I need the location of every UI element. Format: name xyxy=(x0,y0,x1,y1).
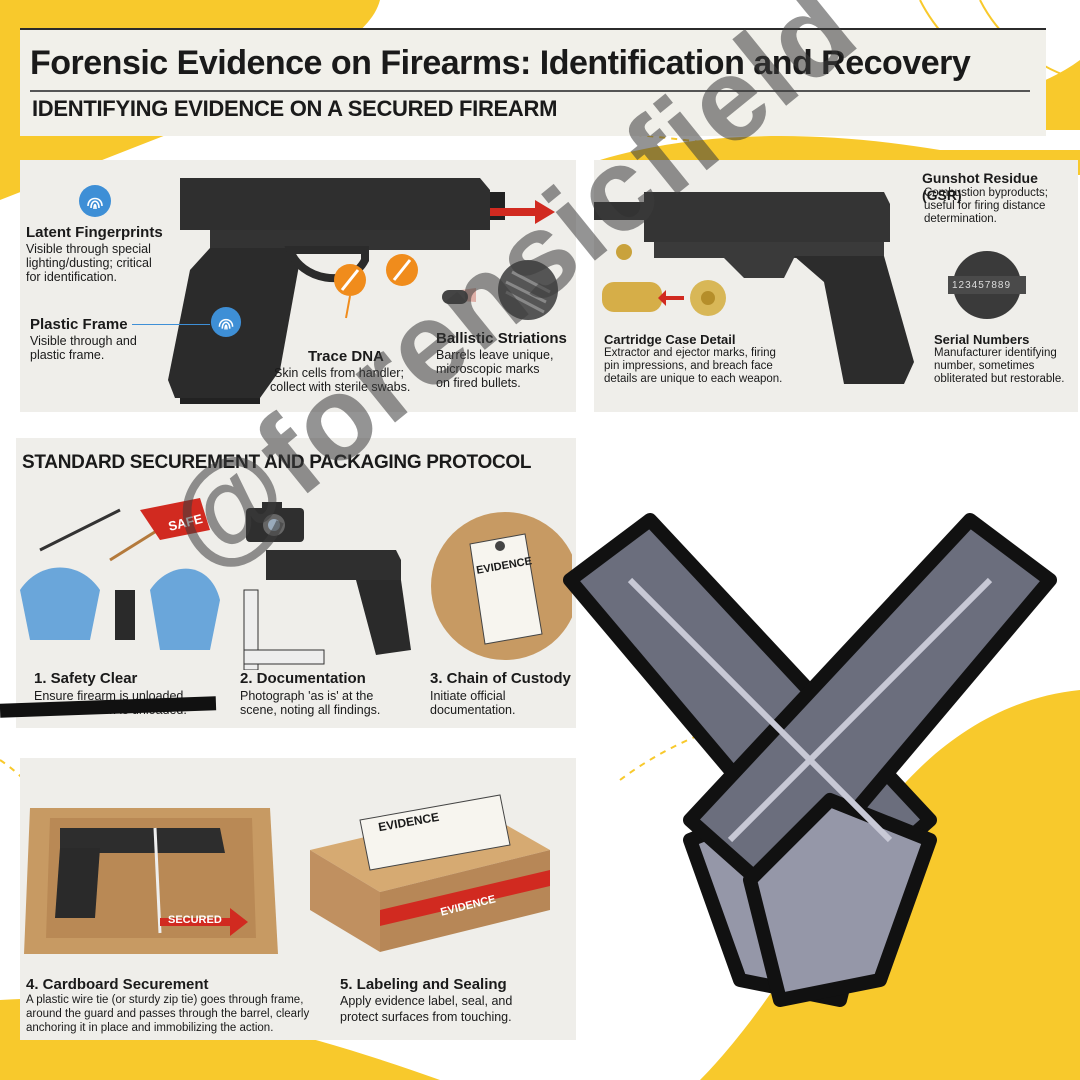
gsr-title: Gunshot Residue (GSR) xyxy=(922,170,1038,203)
evidence-tag-icon xyxy=(431,512,572,660)
documentation-illustration xyxy=(243,550,411,670)
step-4-desc-line-3: anchoring it in place and immobilizing t… xyxy=(26,1022,274,1034)
step-2-desc-line-2: scene, noting all findings. xyxy=(240,703,381,717)
latent-fingerprints-desc-line-1: Visible through special xyxy=(26,242,151,256)
camera-icon xyxy=(246,502,304,542)
step-2-desc-line-1: Photograph 'as is' at the xyxy=(240,689,374,703)
gsr-desc-line-3: determination. xyxy=(924,213,997,225)
gsr-desc-line-1: Combustion byproducts; xyxy=(924,187,1049,199)
page-title: Forensic Evidence on Firearms: Identific… xyxy=(30,44,971,82)
bullet-icon xyxy=(442,260,558,320)
step-4-desc-line-1: A plastic wire tie (or sturdy zip tie) g… xyxy=(26,994,304,1006)
safety-clear-illustration xyxy=(20,498,220,650)
latent-fingerprints-desc-line-3: for identification. xyxy=(26,270,118,284)
step-5-title: 5. Labeling and Sealing xyxy=(340,976,507,993)
step-1-title: 1. Safety Clear xyxy=(34,670,138,687)
bullet-icon xyxy=(602,280,726,316)
step-3-desc-line-1: Initiate official xyxy=(430,689,506,703)
serial-number-text: 123457889 xyxy=(952,280,1012,291)
cartridge-case-desc-line-1: Extractor and ejector marks, firing xyxy=(604,347,776,359)
header-banner xyxy=(20,28,1046,136)
plastic-frame-leader-line xyxy=(132,324,210,325)
serial-numbers-desc-line-1: Manufacturer identifying xyxy=(934,347,1057,359)
sealed-evidence-box-illustration xyxy=(310,794,550,952)
step-4-title: 4. Cardboard Securement xyxy=(26,976,209,993)
step-3-desc-line-2: documentation. xyxy=(430,703,516,717)
serial-number-zoom xyxy=(948,251,1026,319)
ballistic-striations-desc-line-2: microscopic marks xyxy=(436,362,540,376)
step-5-desc-line-2: protect surfaces from touching. xyxy=(340,1010,512,1024)
ballistic-striations-desc-line-1: Barrels leave unique, xyxy=(436,348,554,362)
fingerprint-icon xyxy=(79,185,111,217)
pistol-illustration-right xyxy=(594,192,914,384)
latent-fingerprints-desc-line-2: lighting/dusting; critical xyxy=(26,256,152,270)
trace-dna-desc-line-1: Skin cells from handler; xyxy=(274,366,404,380)
step-4-desc-line-2: around the guard and passes through the … xyxy=(26,1008,310,1020)
step-2-title: 2. Documentation xyxy=(240,670,366,687)
secured-arrow-label: SECURED xyxy=(168,914,222,926)
page-subtitle: IDENTIFYING EVIDENCE ON A SECURED FIREAR… xyxy=(32,96,558,121)
step-3-title: 3. Chain of Custody xyxy=(430,670,571,687)
latent-fingerprints-title: Latent Fingerprints xyxy=(26,224,163,241)
cardboard-box-illustration xyxy=(24,808,278,954)
header-divider xyxy=(30,90,1030,92)
crossed-pistols-icon xyxy=(563,513,1057,1007)
ballistic-striations-desc-line-3: on fired bullets. xyxy=(436,376,521,390)
step-5-desc-line-1: Apply evidence label, seal, and xyxy=(340,994,513,1008)
serial-numbers-desc-line-2: number, sometimes xyxy=(934,360,1035,372)
cartridge-case-desc-line-3: details are unique to each weapon. xyxy=(604,373,783,385)
protocol-section-title: STANDARD SECUREMENT AND PACKAGING PROTOC… xyxy=(22,452,532,473)
serial-numbers-title: Serial Numbers xyxy=(934,332,1030,347)
plastic-frame-desc-line-2: plastic frame. xyxy=(30,348,105,362)
plastic-frame-desc-line-1: Visible through and xyxy=(30,334,137,348)
trace-dna-desc-line-2: collect with sterile swabs. xyxy=(270,380,411,394)
serial-numbers-desc-line-3: obliterated but restorable. xyxy=(934,373,1065,385)
ballistic-striations-title: Ballistic Striations xyxy=(436,330,567,347)
cartridge-case-title: Cartridge Case Detail xyxy=(604,332,736,347)
swab-icon xyxy=(334,254,418,319)
fingerprint-icon xyxy=(210,306,242,338)
plastic-frame-title: Plastic Frame xyxy=(30,316,128,333)
gsr-desc-line-2: useful for firing distance xyxy=(924,200,1046,212)
trace-dna-title: Trace DNA xyxy=(308,348,384,365)
cartridge-case-desc-line-2: pin impressions, and breach face xyxy=(604,360,773,372)
